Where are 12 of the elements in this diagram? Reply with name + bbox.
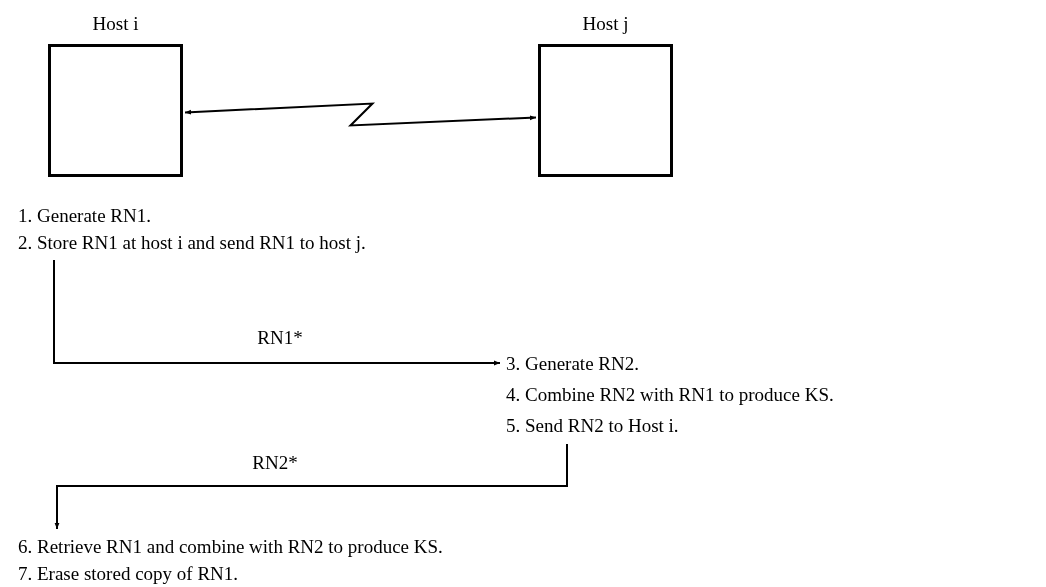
step-text: 1. Generate RN1. <box>18 204 152 228</box>
step-text: 5. Send RN2 to Host i. <box>506 414 680 438</box>
step-text: 3. Generate RN2. <box>506 352 640 376</box>
host-label: Host i <box>92 12 139 36</box>
step-text: 2. Store RN1 at host i and send RN1 to host j. <box>18 231 366 255</box>
arrow <box>54 443 568 530</box>
step-text: 6. Retrieve RN1 and combine with RN2 to produce KS. <box>18 535 443 559</box>
arrow <box>53 259 501 366</box>
step-text: 7. Erase stored copy of RN1. <box>18 562 240 586</box>
step-text: 4. Combine RN2 with RN1 to produce KS. <box>506 383 834 407</box>
host-label: Host j <box>582 12 629 36</box>
arrow <box>184 102 537 127</box>
